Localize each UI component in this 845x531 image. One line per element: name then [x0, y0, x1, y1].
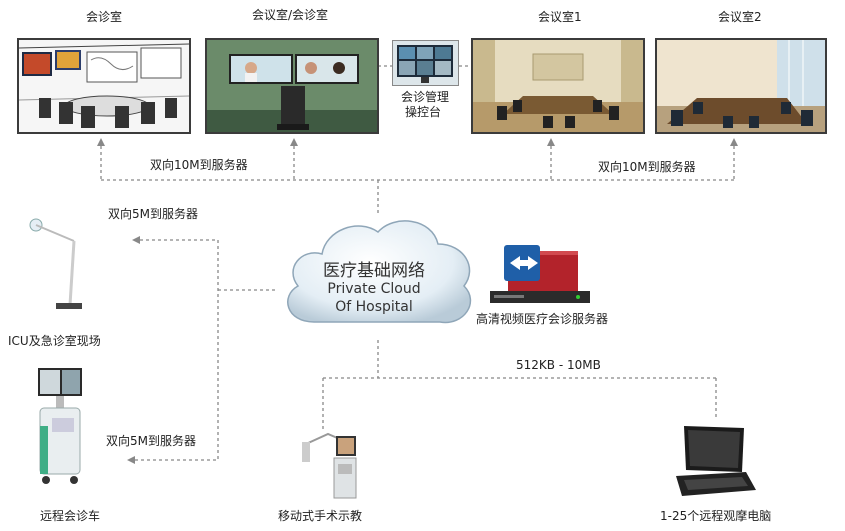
- link-label-top-right: 双向10M到服务器: [598, 160, 696, 174]
- link-label-cart: 双向5M到服务器: [106, 434, 196, 448]
- cart-device-icon: [38, 368, 82, 484]
- icu-device-icon: [29, 218, 82, 309]
- cloud-icon: [287, 220, 471, 324]
- mobile-teaching-icon: [302, 432, 357, 499]
- endpoint-label-icu: ICU及急诊室现场: [8, 334, 101, 348]
- link-label-icu: 双向5M到服务器: [108, 207, 198, 221]
- cloud-title: 医疗基础网络: [323, 261, 425, 281]
- room-label-meeting-2: 会议室2: [718, 10, 762, 24]
- cloud-line1: Private Cloud: [327, 281, 421, 297]
- console-label-line1: 会诊管理: [401, 90, 450, 104]
- server-label: 高清视频医疗会诊服务器: [476, 312, 609, 326]
- link-label-top-left: 双向10M到服务器: [150, 158, 248, 172]
- meeting-consult-room-image: [205, 38, 379, 134]
- link-label-bottom: 512KB - 10MB: [516, 358, 601, 372]
- server-icon: [490, 245, 590, 303]
- endpoint-label-laptop: 1-25个远程观摩电脑: [660, 509, 772, 523]
- room-label-meeting-1: 会议室1: [538, 10, 582, 24]
- console-label-line2: 操控台: [405, 105, 442, 119]
- console-image: [392, 40, 459, 86]
- endpoint-label-mobile: 移动式手术示教: [278, 509, 363, 523]
- meeting-room-2-image: [655, 38, 827, 134]
- laptop-icon: [676, 426, 756, 496]
- room-label-meeting-consult: 会议室/会诊室: [252, 8, 329, 22]
- room-label-consult: 会诊室: [86, 10, 123, 24]
- meeting-room-1-image: [471, 38, 645, 134]
- consult-room-image: [17, 38, 191, 134]
- cloud-line2: Of Hospital: [335, 299, 413, 315]
- endpoint-label-cart: 远程会诊车: [40, 509, 101, 523]
